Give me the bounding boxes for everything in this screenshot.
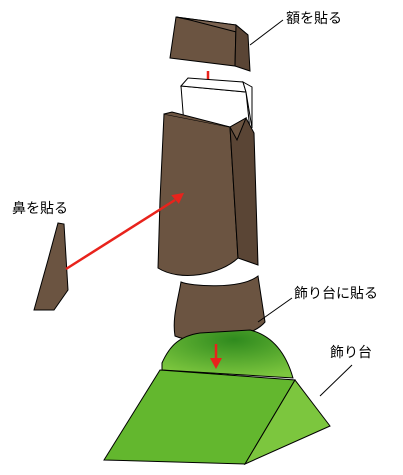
nose-piece bbox=[33, 222, 69, 311]
attach-base-label: 飾り台に貼る bbox=[294, 286, 378, 302]
moai-body-top-flap bbox=[163, 111, 248, 142]
base-arrow bbox=[210, 344, 222, 369]
nose-label: 鼻を貼る bbox=[12, 201, 68, 217]
forehead-label: 額を貼る bbox=[286, 11, 342, 27]
base-side bbox=[243, 379, 331, 466]
attach-base-leader-line bbox=[257, 297, 293, 323]
nose-arrow bbox=[65, 192, 185, 271]
forehead-leader-line bbox=[249, 19, 284, 46]
forehead-side bbox=[234, 23, 251, 72]
base-top bbox=[161, 329, 294, 379]
base-label: 飾り台 bbox=[330, 345, 372, 361]
forehead-piece bbox=[169, 16, 251, 72]
base-leader-line bbox=[319, 364, 353, 397]
display-base bbox=[103, 369, 331, 466]
moai-body bbox=[157, 111, 259, 276]
moai-body-front bbox=[157, 113, 239, 276]
